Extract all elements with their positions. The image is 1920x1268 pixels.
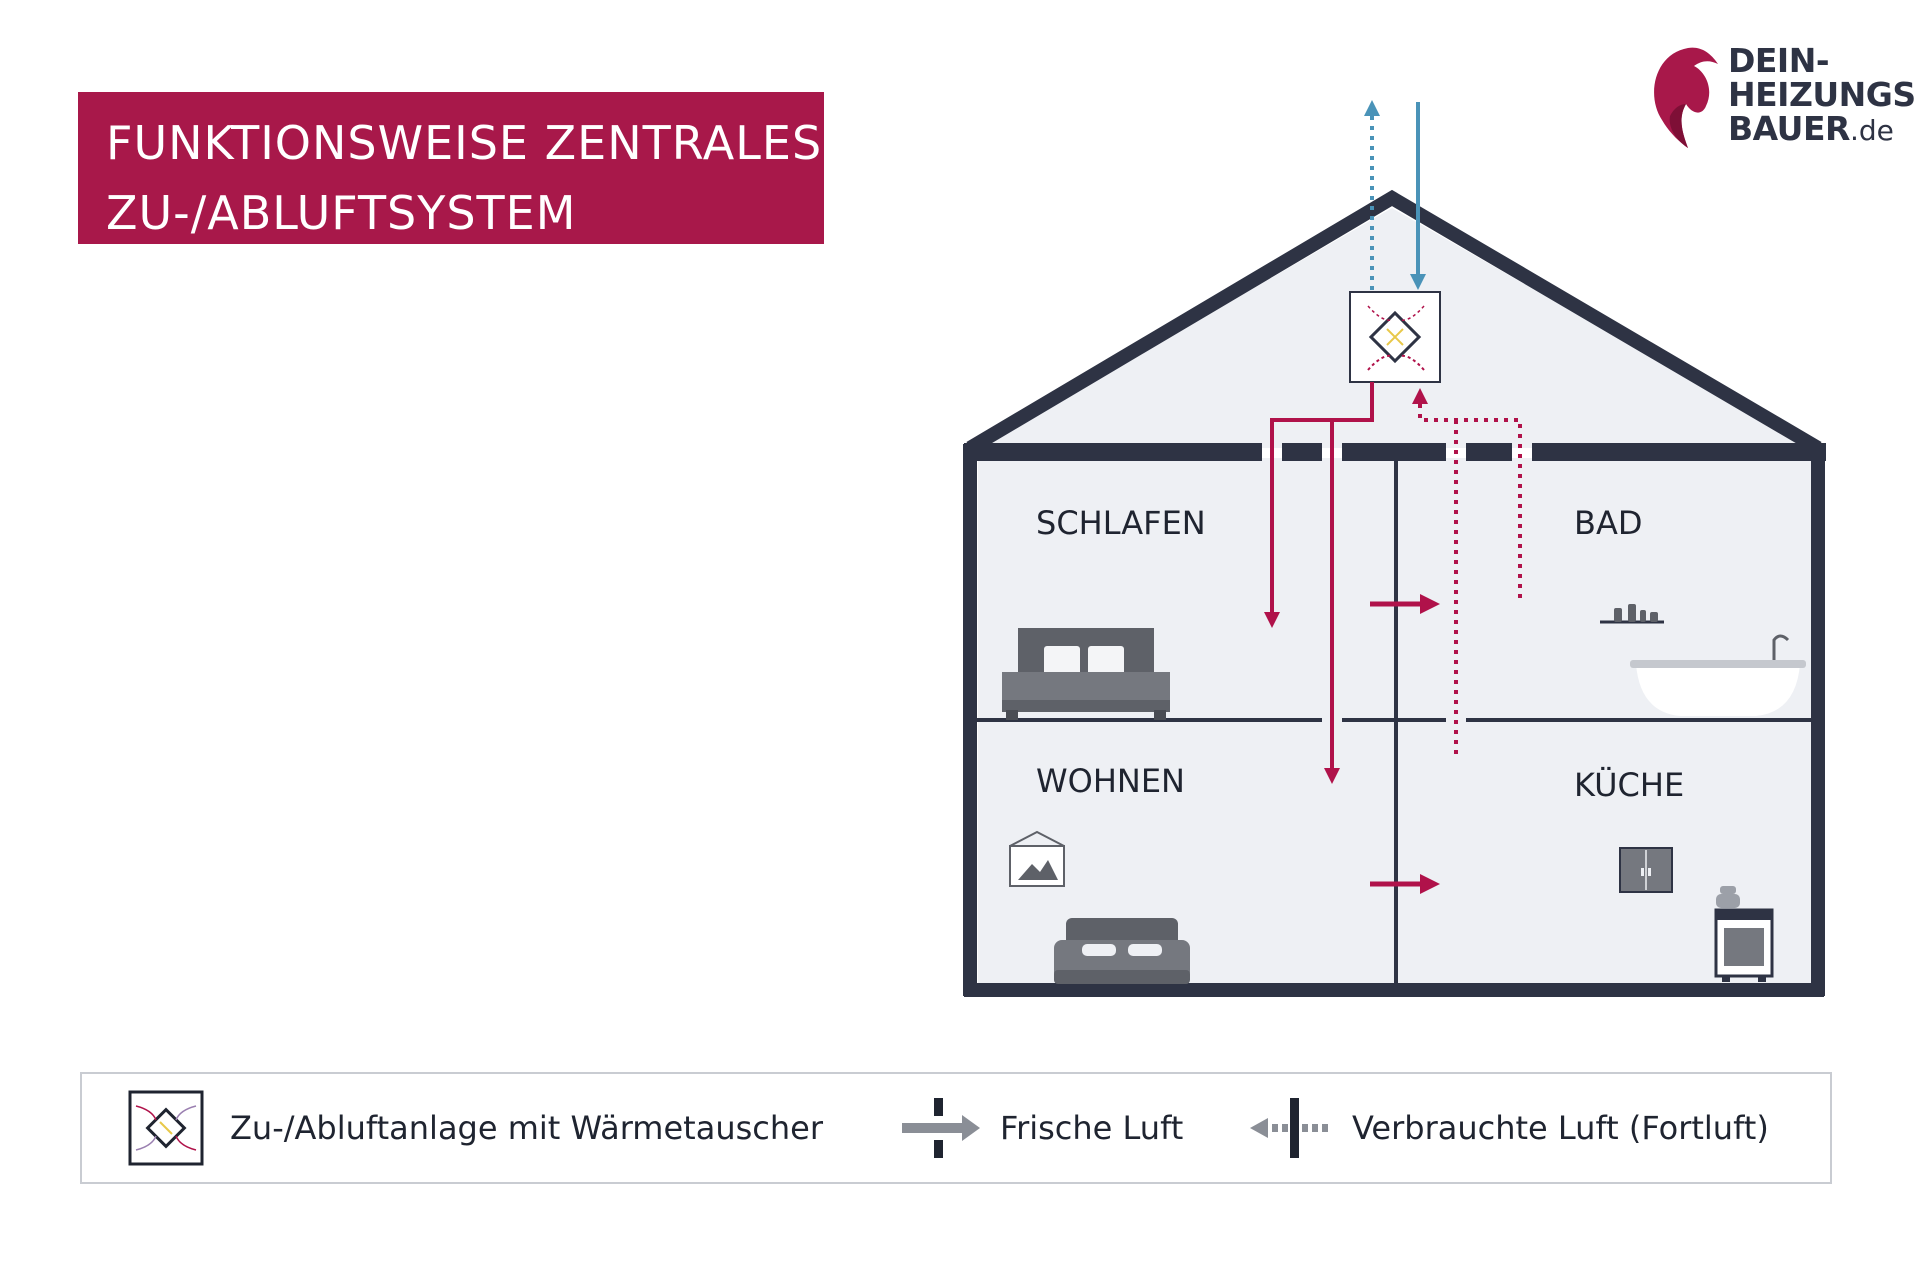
logo-text: DEIN- HEIZUNGS BAUER.de xyxy=(1728,41,1916,148)
extract-duct-bad xyxy=(1412,388,1522,598)
legend: Zu-/Abluftanlage mit Wärmetauscher Frisc… xyxy=(80,1072,1832,1184)
legend-item-unit: Zu-/Abluftanlage mit Wärmetauscher xyxy=(128,1074,823,1182)
title-line-2: ZU-/ABLUFTSYSTEM xyxy=(106,186,577,240)
supply-duct-wohnen xyxy=(1272,418,1340,784)
legend-label-unit: Zu-/Abluftanlage mit Wärmetauscher xyxy=(230,1109,823,1147)
wall-picture-icon xyxy=(1009,830,1065,887)
legend-label-exhaust: Verbrauchte Luft (Fortluft) xyxy=(1352,1109,1769,1147)
logo-line-3: BAUER.de xyxy=(1728,112,1908,148)
legend-item-exhaust: Verbrauchte Luft (Fortluft) xyxy=(1248,1074,1769,1182)
title-line-1: FUNKTIONSWEISE ZENTRALES xyxy=(106,116,823,170)
fresh-air-arrow-icon xyxy=(902,1098,980,1158)
room-label-kueche: KÜCHE xyxy=(1574,766,1684,804)
logo-line-2: HEIZUNGS xyxy=(1728,75,1916,114)
ventilation-unit-icon xyxy=(128,1090,204,1166)
legend-label-fresh: Frische Luft xyxy=(1000,1109,1184,1147)
exhaust-air-arrow-icon xyxy=(1250,1098,1328,1158)
brand-logo[interactable]: DEIN- HEIZUNGS BAUER.de xyxy=(1648,41,1916,154)
room-label-schlafen: SCHLAFEN xyxy=(1036,504,1206,542)
title-banner: FUNKTIONSWEISE ZENTRALES ZU-/ABLUFTSYSTE… xyxy=(78,92,824,244)
kitchen-cabinet-icon xyxy=(1619,847,1673,893)
bath-shelf-icon xyxy=(1600,604,1664,624)
room-label-bad: BAD xyxy=(1574,504,1642,542)
bed-icon xyxy=(1002,628,1170,720)
room-label-wohnen: WOHNEN xyxy=(1036,762,1185,800)
flame-icon xyxy=(1654,47,1718,148)
sofa-icon xyxy=(1054,918,1190,984)
legend-item-fresh: Frische Luft xyxy=(900,1074,1183,1182)
bathtub-icon xyxy=(1630,634,1806,716)
roof xyxy=(966,189,1822,455)
logo-line-1: DEIN- xyxy=(1728,41,1830,80)
stove-icon xyxy=(1714,886,1774,982)
logo-suffix: .de xyxy=(1849,114,1894,147)
ventilation-unit xyxy=(1349,291,1441,383)
logo-bauer: BAUER xyxy=(1728,109,1850,148)
